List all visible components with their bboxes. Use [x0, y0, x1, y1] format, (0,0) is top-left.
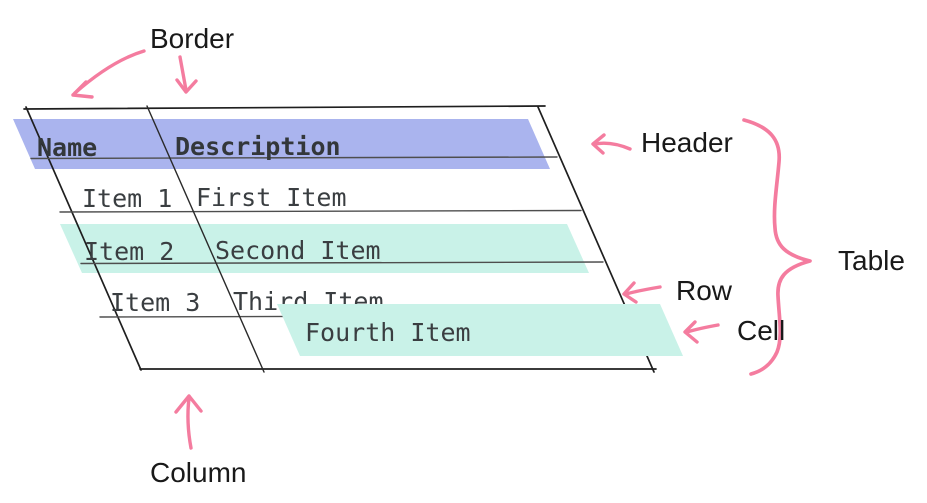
header-arrow — [591, 133, 632, 155]
selected-row-highlight — [60, 224, 589, 273]
row-label: Row — [676, 275, 733, 306]
row-separator-line-2 — [80, 261, 604, 265]
header-cell-name: Name — [37, 133, 97, 162]
cell-label: Cell — [737, 315, 785, 346]
header-separator-line — [30, 156, 558, 160]
cell-row2-name: Item 2 — [84, 237, 174, 266]
cell-row3-name: Item 3 — [110, 288, 200, 317]
table-label: Table — [838, 245, 905, 276]
table-brace — [742, 118, 812, 376]
row-separator-line-1 — [59, 209, 582, 213]
border-arrow-down — [175, 55, 198, 94]
cell-arrow — [683, 320, 720, 344]
table-border-top — [23, 105, 546, 110]
border-label: Border — [150, 23, 234, 54]
header-cell-description: Description — [175, 132, 341, 161]
cell-row1-description: First Item — [196, 183, 347, 212]
header-label: Header — [641, 127, 733, 158]
cell-row2-description: Second Item — [215, 236, 381, 265]
cell-row4-description: Fourth Item — [305, 318, 471, 347]
header-row-highlight — [13, 119, 550, 169]
table-border-left — [25, 106, 142, 371]
cell-row1-name: Item 1 — [82, 184, 172, 213]
column-arrow — [174, 394, 203, 450]
column-divider-line — [146, 105, 265, 373]
border-arrow-left — [71, 49, 146, 99]
row-arrow — [622, 281, 662, 304]
cell-highlight — [277, 304, 683, 356]
column-label: Column — [150, 457, 246, 488]
